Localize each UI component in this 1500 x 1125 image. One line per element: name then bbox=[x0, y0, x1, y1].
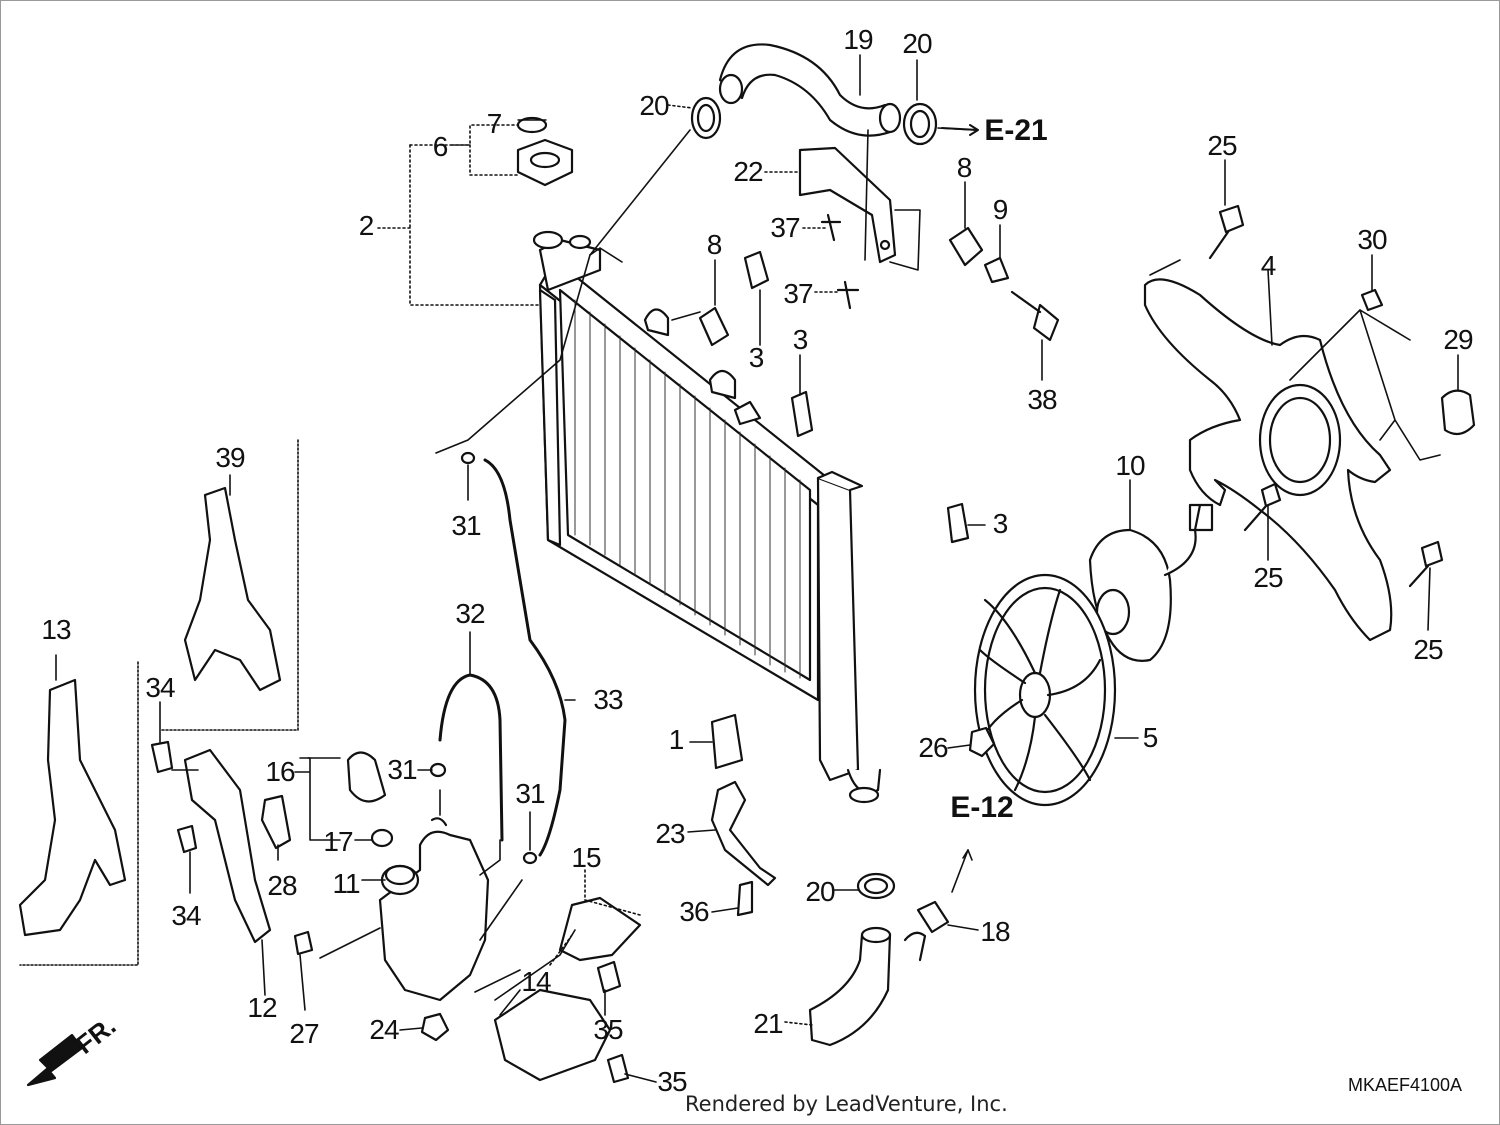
callout-25: 25 bbox=[1253, 562, 1283, 593]
fan-shroud bbox=[1143, 278, 1393, 642]
ref-e12[interactable]: E-12 bbox=[950, 791, 1014, 824]
callout-15: 15 bbox=[571, 842, 601, 873]
callout-28: 28 bbox=[267, 870, 297, 901]
callout-36: 36 bbox=[679, 896, 709, 927]
callout-14: 14 bbox=[521, 966, 551, 997]
callout-25: 25 bbox=[1413, 634, 1443, 665]
hose-clamps bbox=[690, 96, 938, 900]
callout-6: 6 bbox=[432, 131, 449, 162]
grommets-and-bolts bbox=[698, 226, 1060, 347]
ref-e21[interactable]: E-21 bbox=[984, 114, 1048, 147]
radiator-cap bbox=[516, 116, 592, 250]
reserve-tank bbox=[378, 817, 490, 1002]
callout-3: 3 bbox=[748, 342, 765, 373]
callout-9: 9 bbox=[992, 194, 1009, 225]
callout-2: 2 bbox=[358, 210, 375, 241]
nut-26 bbox=[968, 726, 996, 758]
callout-3: 3 bbox=[992, 508, 1009, 539]
callout-10: 10 bbox=[1115, 450, 1145, 481]
fr-arrow bbox=[26, 1033, 84, 1087]
clips bbox=[743, 250, 970, 544]
callout-39: 39 bbox=[215, 442, 245, 473]
diagram-code: MKAEF4100A bbox=[1348, 1075, 1463, 1095]
brackets bbox=[18, 486, 282, 944]
callout-23: 23 bbox=[655, 818, 685, 849]
callout-38: 38 bbox=[1027, 384, 1057, 415]
callout-21: 21 bbox=[753, 1008, 783, 1039]
callout-13: 13 bbox=[41, 614, 71, 645]
callout-7: 7 bbox=[486, 108, 503, 139]
callout-34: 34 bbox=[171, 900, 201, 931]
callout-31: 31 bbox=[387, 754, 417, 785]
callout-16: 16 bbox=[265, 756, 295, 787]
lower-hose bbox=[808, 900, 950, 1047]
callout-35: 35 bbox=[657, 1066, 687, 1097]
callout-25: 25 bbox=[1207, 130, 1237, 161]
leader-lines bbox=[19, 54, 1459, 1083]
callout-8: 8 bbox=[956, 152, 973, 183]
callout-31: 31 bbox=[451, 510, 481, 541]
callout-4: 4 bbox=[1260, 250, 1277, 281]
upper-hose bbox=[718, 43, 902, 137]
callout-32: 32 bbox=[455, 598, 485, 629]
callout-27: 27 bbox=[289, 1018, 319, 1049]
callout-8: 8 bbox=[706, 229, 723, 260]
callout-31: 31 bbox=[515, 778, 545, 809]
render-credit: Rendered by LeadVenture, Inc. bbox=[685, 1092, 1008, 1116]
bracket-23 bbox=[710, 780, 777, 887]
small-fasteners bbox=[150, 451, 754, 1084]
e21-arrow bbox=[941, 124, 979, 136]
callout-29: 29 bbox=[1443, 324, 1473, 355]
callout-12: 12 bbox=[247, 992, 277, 1023]
callout-30: 30 bbox=[1357, 224, 1387, 255]
callout-26: 26 bbox=[918, 732, 948, 763]
shroud-bolts bbox=[1208, 204, 1476, 588]
callout-20: 20 bbox=[805, 876, 835, 907]
callout-37: 37 bbox=[783, 278, 813, 309]
callout-34: 34 bbox=[145, 672, 175, 703]
callout-19: 19 bbox=[843, 24, 873, 55]
callout-11: 11 bbox=[332, 868, 360, 899]
callout-5: 5 bbox=[1142, 722, 1159, 753]
callout-20: 20 bbox=[902, 28, 932, 59]
callout-37: 37 bbox=[770, 212, 800, 243]
callout-35: 35 bbox=[593, 1014, 623, 1045]
cooling-fan bbox=[973, 573, 1117, 807]
callout-22: 22 bbox=[733, 156, 763, 187]
callout-17: 17 bbox=[323, 826, 353, 857]
radiator bbox=[538, 238, 882, 804]
callout-24: 24 bbox=[369, 1014, 399, 1045]
callout-3: 3 bbox=[792, 324, 809, 355]
upper-bracket bbox=[798, 146, 897, 310]
callout-1: 1 bbox=[668, 724, 685, 755]
callout-33: 33 bbox=[593, 684, 623, 715]
tank-cover bbox=[493, 988, 612, 1082]
callout-18: 18 bbox=[980, 916, 1010, 947]
callout-20: 20 bbox=[639, 90, 669, 121]
